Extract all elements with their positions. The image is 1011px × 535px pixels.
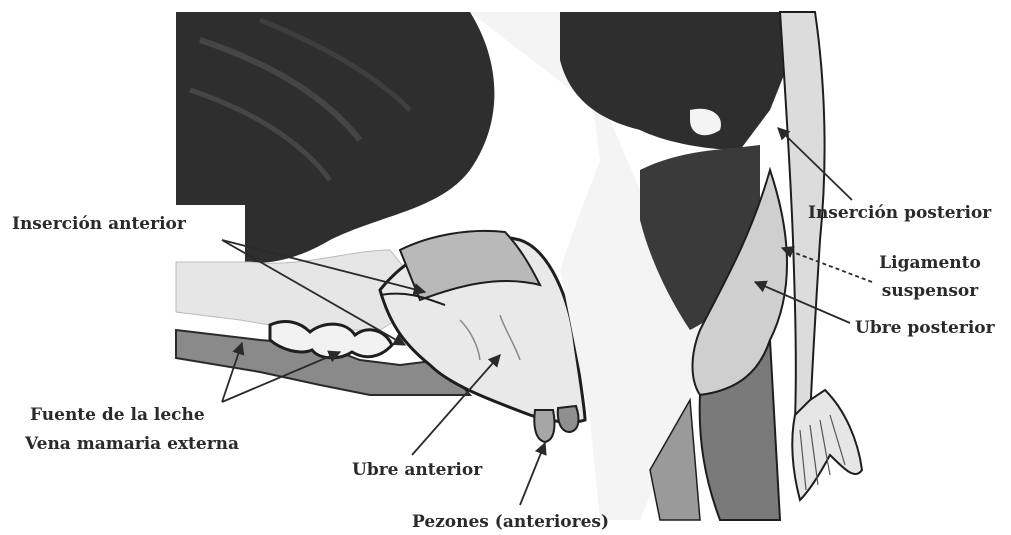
label-insercion-anterior: Inserción anterior: [12, 214, 186, 234]
anterior-udder: [380, 231, 585, 442]
label-ligamento-line1: Ligamento: [870, 253, 990, 273]
label-ubre-posterior: Ubre posterior: [855, 318, 995, 338]
arrow-pezones: [520, 443, 545, 505]
label-insercion-posterior: Inserción posterior: [808, 203, 991, 223]
label-ubre-anterior: Ubre anterior: [352, 460, 482, 480]
label-fuente-leche: Fuente de la leche: [30, 405, 205, 425]
tail: [780, 12, 862, 500]
label-vena-mamaria: Vena mamaria externa: [25, 434, 239, 454]
label-pezones: Pezones (anteriores): [412, 512, 609, 532]
label-ligamento-line2: suspensor: [870, 281, 990, 301]
